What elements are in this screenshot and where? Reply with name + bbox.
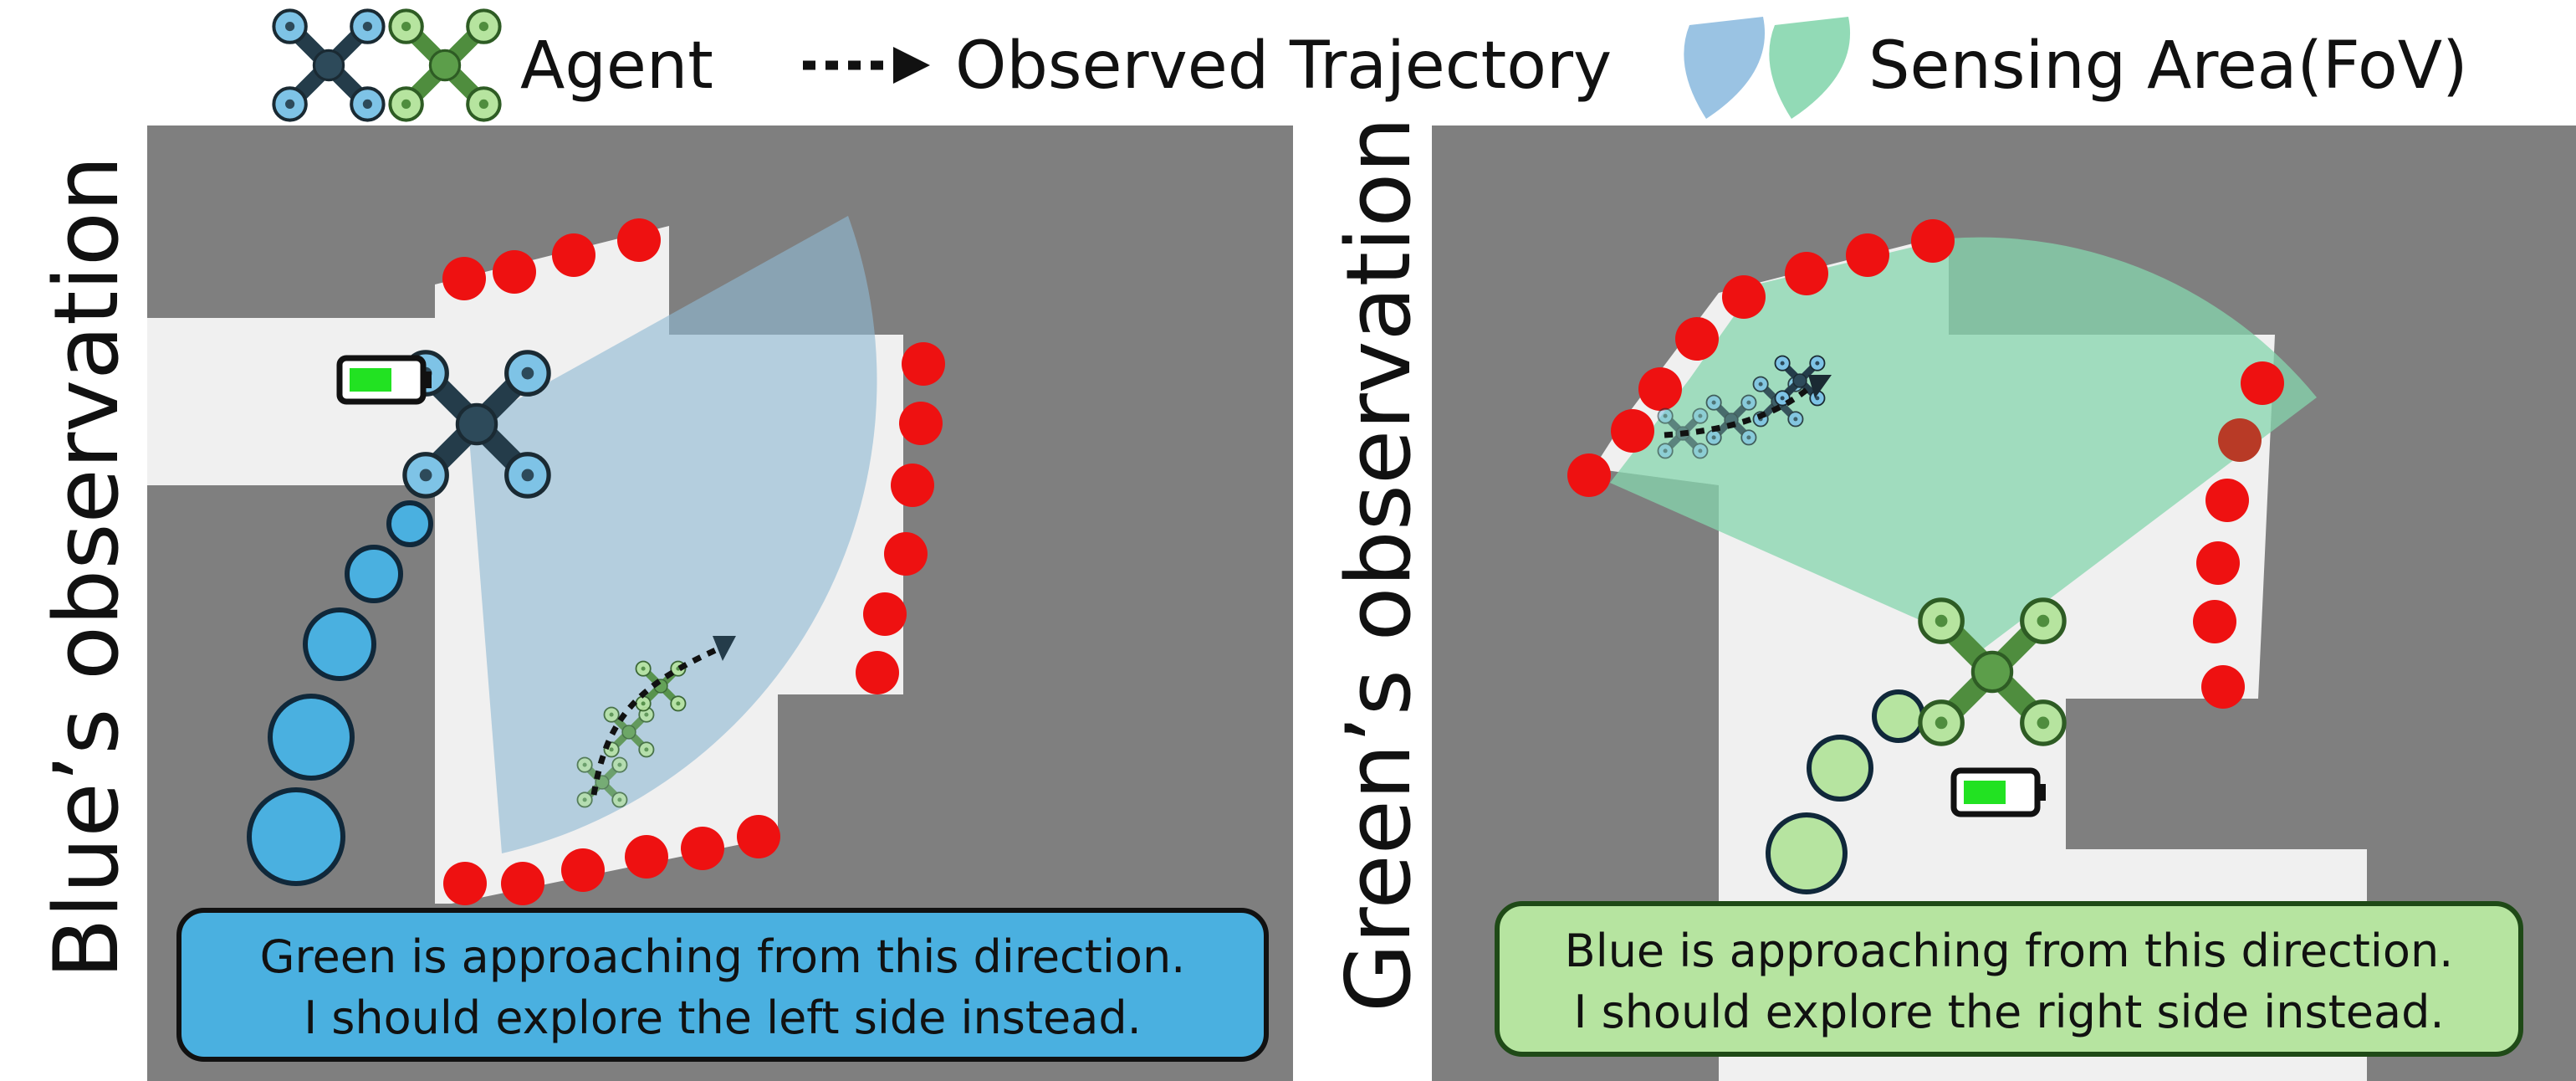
left-thought-bubble: [176, 908, 1269, 1062]
left-bubble-line1: Green is approaching from this direction…: [260, 930, 1186, 983]
right-bubble-line1: Blue is approaching from this direction.: [1565, 925, 2454, 977]
legend-sensing-label: Sensing Area(FoV): [1868, 28, 2468, 104]
right-fov-cone: [1610, 237, 2317, 648]
legend-agent-label: Agent: [520, 28, 713, 104]
legend-trajectory-label: Observed Trajectory: [955, 28, 1612, 104]
fov-green-swatch-icon: [1769, 17, 1851, 119]
right-side-label: Green’s observation: [1327, 116, 1430, 1012]
left-panel: Blue’s observation: [35, 126, 1293, 1081]
left-blue-trail: [247, 500, 433, 886]
right-observed-blue-trajectory: [1658, 356, 1832, 458]
agent-green-icon: [390, 10, 499, 120]
left-frontiers: [442, 218, 945, 905]
agent-blue-icon: [273, 10, 383, 120]
legend: Agent Observed Trajectory Sensing Area(F…: [273, 10, 2468, 120]
fov-blue-swatch-icon: [1684, 17, 1766, 119]
left-observed-green-trajectory: [577, 636, 736, 807]
left-battery-icon: [340, 358, 432, 402]
right-panel: Green’s observation: [1327, 116, 2576, 1081]
dotted-arrow-icon: [803, 47, 930, 84]
left-side-label: Blue’s observation: [35, 156, 138, 979]
left-bubble-line2: I should explore the left side instead.: [304, 991, 1142, 1044]
left-fov-cone: [468, 216, 877, 853]
right-thought-bubble: [1495, 901, 2523, 1057]
right-green-trail: [1766, 689, 1925, 894]
right-frontier-dimmed: [2218, 418, 2262, 462]
right-battery-icon: [1954, 771, 2046, 814]
right-bubble-line2: I should explore the right side instead.: [1573, 986, 2444, 1038]
right-frontiers: [1567, 219, 2284, 709]
